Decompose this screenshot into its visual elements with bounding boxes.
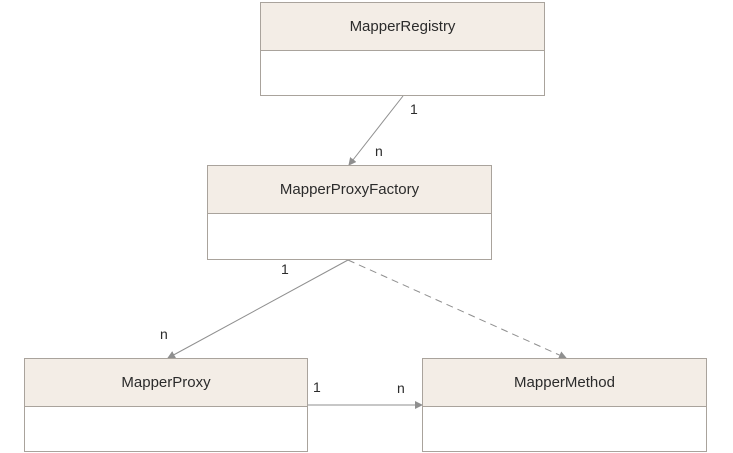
class-mapper-proxy[interactable]: MapperProxy xyxy=(24,358,308,452)
class-mapper-proxy-name: MapperProxy xyxy=(25,359,307,407)
multiplicity-proxy-target: n xyxy=(160,326,168,342)
association-registry-to-factory xyxy=(348,95,404,166)
association-factory-to-proxy xyxy=(167,259,349,359)
multiplicity-registry-source: 1 xyxy=(410,101,418,117)
class-mapper-method[interactable]: MapperMethod xyxy=(422,358,707,452)
class-mapper-proxy-factory[interactable]: MapperProxyFactory xyxy=(207,165,492,260)
class-mapper-proxy-factory-name: MapperProxyFactory xyxy=(208,166,491,214)
multiplicity-factory-source: 1 xyxy=(281,261,289,277)
dependency-factory-to-method xyxy=(347,259,567,359)
class-mapper-registry[interactable]: MapperRegistry xyxy=(260,2,545,96)
multiplicity-factory-target: n xyxy=(375,143,383,159)
multiplicity-proxy-source: 1 xyxy=(313,379,321,395)
class-mapper-registry-name: MapperRegistry xyxy=(261,3,544,51)
class-mapper-method-name: MapperMethod xyxy=(423,359,706,407)
multiplicity-method-target: n xyxy=(397,380,405,396)
